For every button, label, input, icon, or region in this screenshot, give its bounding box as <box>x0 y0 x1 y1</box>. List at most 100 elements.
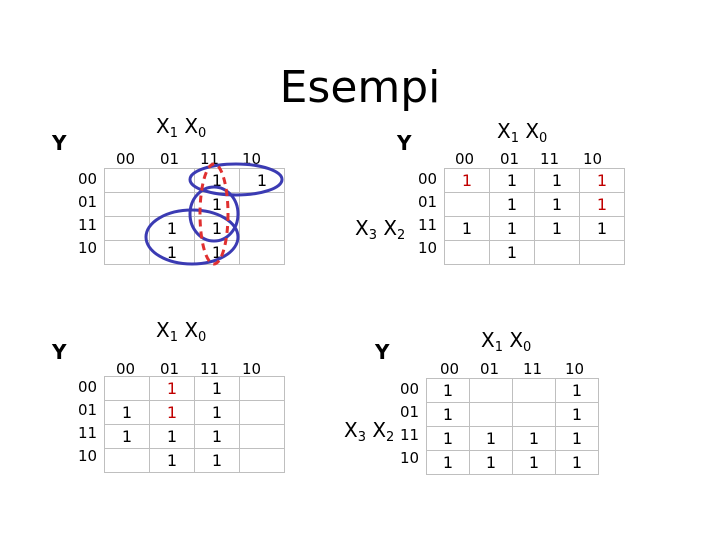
column-header: 10 <box>242 360 262 378</box>
column-variables-label-index: 0 <box>523 340 532 355</box>
kmap-cell <box>239 376 285 401</box>
table-row: 1 <box>444 240 625 265</box>
page-title: Esempi <box>279 62 441 113</box>
row-variables-label-index: 2 <box>397 228 406 243</box>
column-header: 10 <box>565 360 585 378</box>
column-variables-label: X1 X0 <box>481 330 531 354</box>
row-header: 10 <box>400 449 420 467</box>
kmap-cell: 1 <box>149 400 195 425</box>
column-variables-label-letter: X <box>184 114 199 138</box>
column-header: 01 <box>500 150 520 168</box>
row-header: 10 <box>78 447 98 465</box>
kmap-cell <box>104 240 150 265</box>
kmap-cell: 1 <box>534 192 580 217</box>
kmap-cell: 1 <box>469 426 513 451</box>
output-label: Y <box>397 131 412 155</box>
row-variables-label: X3 X2 <box>355 218 405 242</box>
column-header: 11 <box>523 360 543 378</box>
kmap-cell: 1 <box>426 402 470 427</box>
kmap-cell: 1 <box>426 426 470 451</box>
kmap-cell <box>239 240 285 265</box>
column-header: 00 <box>455 150 475 168</box>
kmap-cell: 1 <box>426 378 470 403</box>
column-variables-label-index: 0 <box>539 131 548 146</box>
column-variables-label-letter: X <box>525 119 540 143</box>
kmap-cell: 1 <box>555 450 599 475</box>
column-variables-label: X1 X0 <box>497 121 547 145</box>
column-header: 01 <box>480 360 500 378</box>
kmap-cell: 1 <box>555 426 599 451</box>
kmap-cell: 1 <box>489 168 535 193</box>
column-header: 00 <box>440 360 460 378</box>
kmap-cell <box>534 240 580 265</box>
row-variables-label-letter: X <box>344 418 358 442</box>
column-variables-label: X1 X0 <box>156 320 206 344</box>
column-variables-label-letter: X <box>156 114 170 138</box>
kmap-cell <box>512 402 556 427</box>
column-variables-label-letter: X <box>481 328 495 352</box>
kmap-cell: 1 <box>194 376 240 401</box>
column-variables-label-letter: X <box>509 328 524 352</box>
row-header: 01 <box>78 401 98 419</box>
output-label: Y <box>375 340 390 364</box>
row-header: 01 <box>78 193 98 211</box>
column-variables-label-letter: X <box>156 318 170 342</box>
column-variables-label-index: 1 <box>169 330 178 345</box>
kmap-cell: 1 <box>555 402 599 427</box>
column-variables-label-index: 0 <box>198 330 207 345</box>
row-variables-label-index: 3 <box>368 228 377 243</box>
kmap-cell <box>469 378 513 403</box>
kmap-cell <box>579 240 625 265</box>
row-variables-label-index: 2 <box>386 430 395 445</box>
row-variables-label-letter: X <box>383 216 398 240</box>
row-variables-label: X3 X2 <box>344 420 394 444</box>
row-header: 10 <box>418 239 438 257</box>
kmap-cell <box>104 448 150 473</box>
column-header: 11 <box>200 360 220 378</box>
column-header: 01 <box>160 360 180 378</box>
row-header: 00 <box>400 380 420 398</box>
column-header: 00 <box>116 360 136 378</box>
row-header: 11 <box>418 216 438 234</box>
kmap-cell: 1 <box>512 450 556 475</box>
column-variables-label: X1 X0 <box>156 116 206 140</box>
kmap-cell <box>444 192 490 217</box>
kmap-cell: 1 <box>194 448 240 473</box>
row-header: 01 <box>418 193 438 211</box>
row-header: 10 <box>78 239 98 257</box>
kmap-cell: 1 <box>469 450 513 475</box>
column-variables-label-index: 1 <box>510 131 519 146</box>
column-header: 10 <box>583 150 603 168</box>
kmap-cell: 1 <box>426 450 470 475</box>
row-header: 00 <box>418 170 438 188</box>
kmap-cell <box>444 240 490 265</box>
kmap-cell: 1 <box>149 448 195 473</box>
row-header: 01 <box>400 403 420 421</box>
row-header: 11 <box>78 424 98 442</box>
kmap-cell <box>239 400 285 425</box>
kmap-cell <box>149 168 195 193</box>
kmap-cell <box>512 378 556 403</box>
column-variables-label-letter: X <box>497 119 511 143</box>
row-variables-label-index: 3 <box>357 430 366 445</box>
column-variables-label-index: 1 <box>169 126 178 141</box>
kmap-cell: 1 <box>555 378 599 403</box>
output-label: Y <box>52 131 67 155</box>
row-header: 11 <box>400 426 420 444</box>
row-variables-label-letter: X <box>372 418 387 442</box>
